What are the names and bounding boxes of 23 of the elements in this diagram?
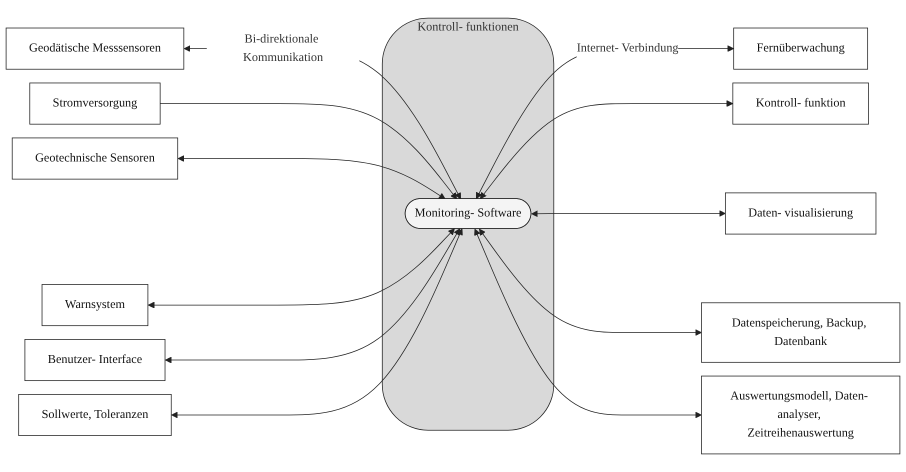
node-box: Auswertungsmodell, Daten- analyser, Zeitreihenauswertung: [701, 376, 900, 454]
node-box: Warnsystem: [42, 284, 148, 326]
arrow: [171, 228, 463, 418]
arrow: [531, 210, 726, 218]
node-box: Fernüberwachung: [733, 28, 868, 70]
node-box: Geodätische Messsensoren: [6, 28, 184, 70]
edge-label: Internet- Verbindung: [576, 42, 679, 55]
arrow: [476, 45, 734, 200]
arrow: [178, 155, 446, 200]
node-box: Stromversorgung: [29, 82, 161, 125]
edge-label: Bi-direktionale Kommunikation: [243, 32, 324, 64]
node-box: Sollwerte, Toleranzen: [18, 394, 172, 436]
node-box: Benutzer- Interface: [24, 339, 166, 382]
node-box: Geotechnische Sensoren: [12, 138, 178, 180]
arrow: [474, 228, 702, 418]
arrow: [479, 228, 702, 336]
arrow: [160, 103, 458, 200]
node-box: Kontroll- funktion: [732, 82, 869, 125]
arrow: [480, 100, 734, 200]
node-box: Datenspeicherung, Backup, Datenbank: [701, 302, 900, 363]
node-box: Daten- visualisierung: [725, 192, 876, 234]
arrow: [165, 228, 460, 364]
arrow: [148, 228, 455, 308]
